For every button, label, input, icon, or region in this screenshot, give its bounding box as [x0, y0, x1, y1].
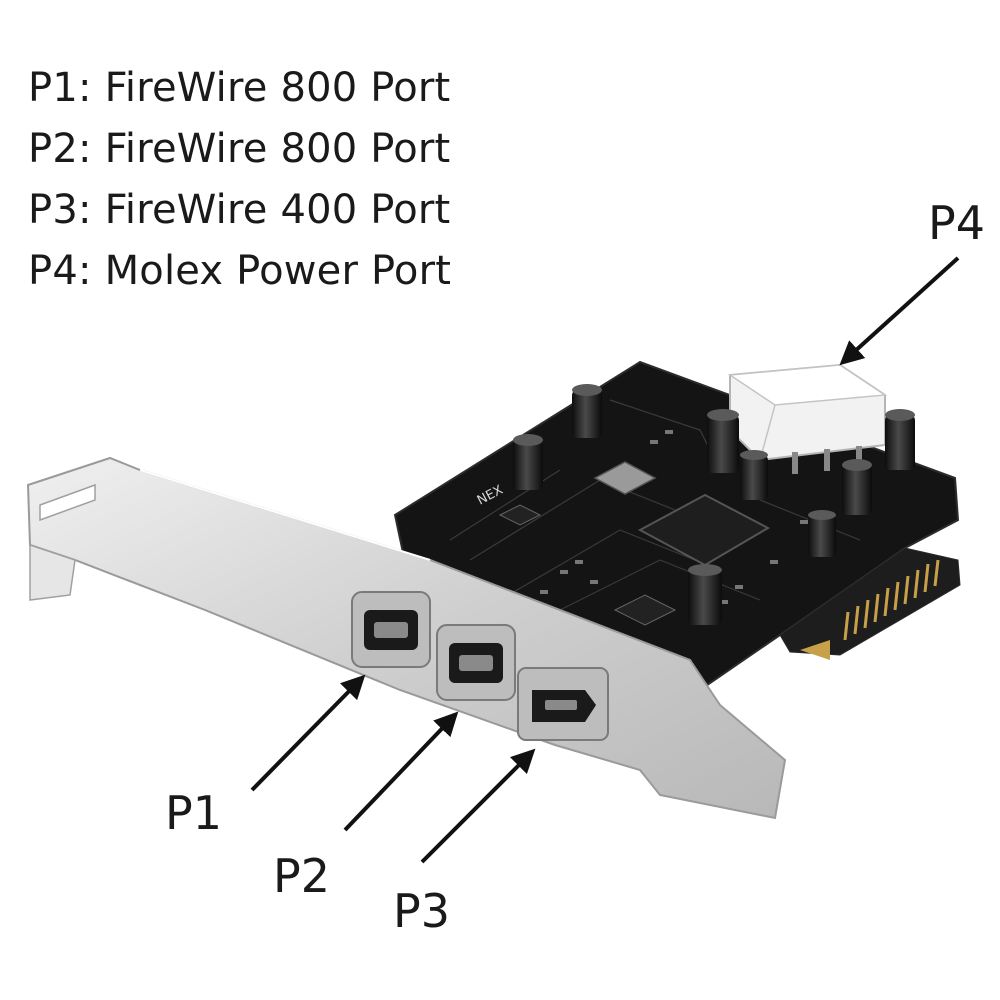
- capacitor: [513, 434, 543, 490]
- arrow-p3: [420, 748, 536, 864]
- arrow-p2: [343, 711, 459, 832]
- capacitor: [885, 409, 915, 470]
- pcie-edge-connector: [779, 547, 961, 660]
- regulator-chip: [498, 504, 542, 526]
- callout-p2: P2: [273, 849, 331, 903]
- callout-p4: P4: [928, 196, 986, 250]
- arrow-p1: [250, 674, 366, 792]
- smd-components: [540, 430, 808, 604]
- controller-chip: [637, 493, 771, 567]
- legend-item-p4: P4: Molex Power Port: [28, 248, 452, 294]
- crystal-oscillator: [593, 461, 657, 495]
- port-p1: [351, 591, 431, 668]
- legend-item-p3: P3: FireWire 400 Port: [28, 187, 451, 233]
- legend-item-p2: P2: FireWire 800 Port: [28, 126, 451, 172]
- port-legend: P1: FireWire 800 Port P2: FireWire 800 P…: [28, 58, 451, 302]
- capacitors: [513, 384, 915, 625]
- capacitor: [572, 384, 602, 438]
- arrow-p4: [839, 256, 960, 366]
- callout-p3: P3: [393, 884, 451, 938]
- port-p3: [517, 667, 609, 741]
- capacitor: [808, 510, 836, 557]
- eeprom-chip: [613, 594, 677, 626]
- molex-power-connector: [727, 363, 888, 477]
- callout-arrows: [250, 256, 960, 864]
- capacitor: [688, 564, 722, 625]
- capacitor: [740, 450, 768, 500]
- port-p2: [436, 624, 516, 701]
- legend-item-p1: P1: FireWire 800 Port: [28, 65, 451, 111]
- gold-fingers: [843, 559, 940, 641]
- callout-p1: P1: [165, 786, 223, 840]
- capacitor: [707, 409, 739, 473]
- capacitor: [842, 459, 872, 515]
